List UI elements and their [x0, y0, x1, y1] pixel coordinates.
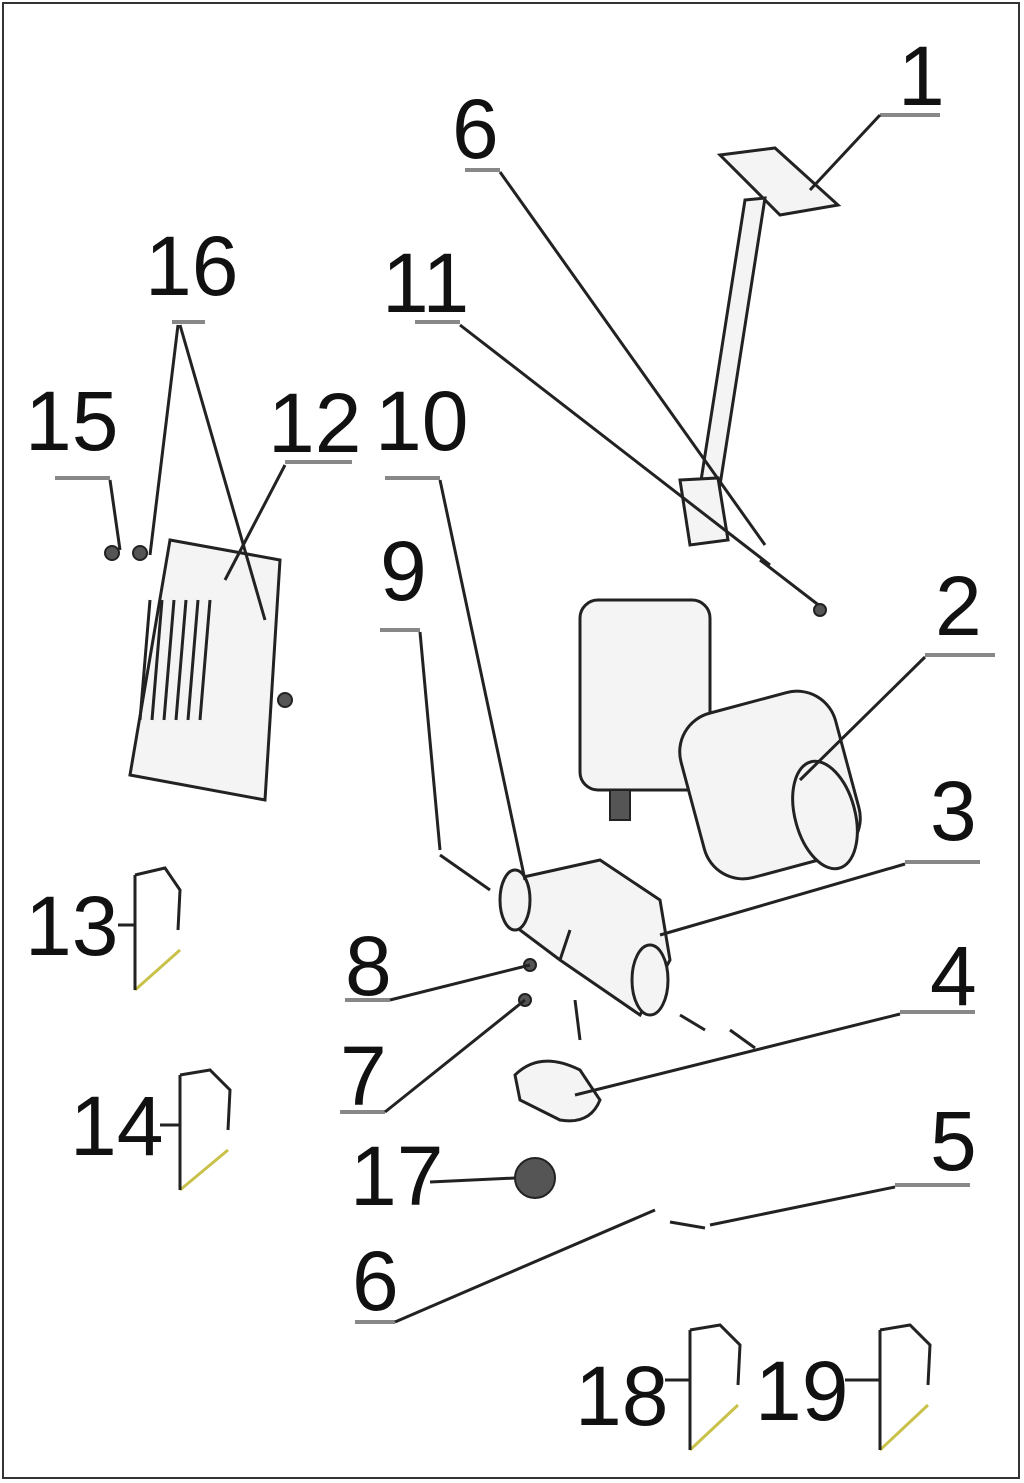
- harness-14: [178, 1068, 232, 1192]
- harness-13: [133, 866, 182, 992]
- callout-6-bottom: 6: [352, 1234, 399, 1328]
- callout-7: 7: [340, 1029, 387, 1123]
- controller-part: [104, 538, 293, 802]
- cover-part: [513, 1059, 706, 1230]
- bracket-part: [439, 853, 756, 1050]
- callout-13: 13: [25, 879, 118, 973]
- callout-9: 9: [380, 524, 427, 618]
- callout-1: 1: [898, 29, 945, 123]
- callout-18: 18: [575, 1349, 668, 1443]
- callout-10: 10: [375, 374, 468, 468]
- harness-19: [878, 1323, 932, 1452]
- harness-18: [688, 1323, 742, 1452]
- motor-part: [578, 598, 862, 881]
- callout-19: 19: [755, 1344, 848, 1438]
- callout-11: 11: [382, 236, 469, 330]
- callout-3: 3: [930, 764, 977, 858]
- pedal-part: [678, 146, 842, 617]
- callout-17: 17: [350, 1129, 443, 1223]
- callout-4: 4: [930, 929, 977, 1023]
- callout-2: 2: [935, 559, 982, 653]
- callout-12: 12: [268, 376, 361, 470]
- callout-8: 8: [345, 919, 392, 1013]
- callout-14: 14: [70, 1079, 163, 1173]
- callout-6-top: 6: [452, 82, 499, 176]
- callout-5: 5: [930, 1094, 977, 1188]
- callout-16: 16: [145, 219, 238, 313]
- leader-lines: [55, 113, 995, 1382]
- callout-15: 15: [25, 374, 118, 468]
